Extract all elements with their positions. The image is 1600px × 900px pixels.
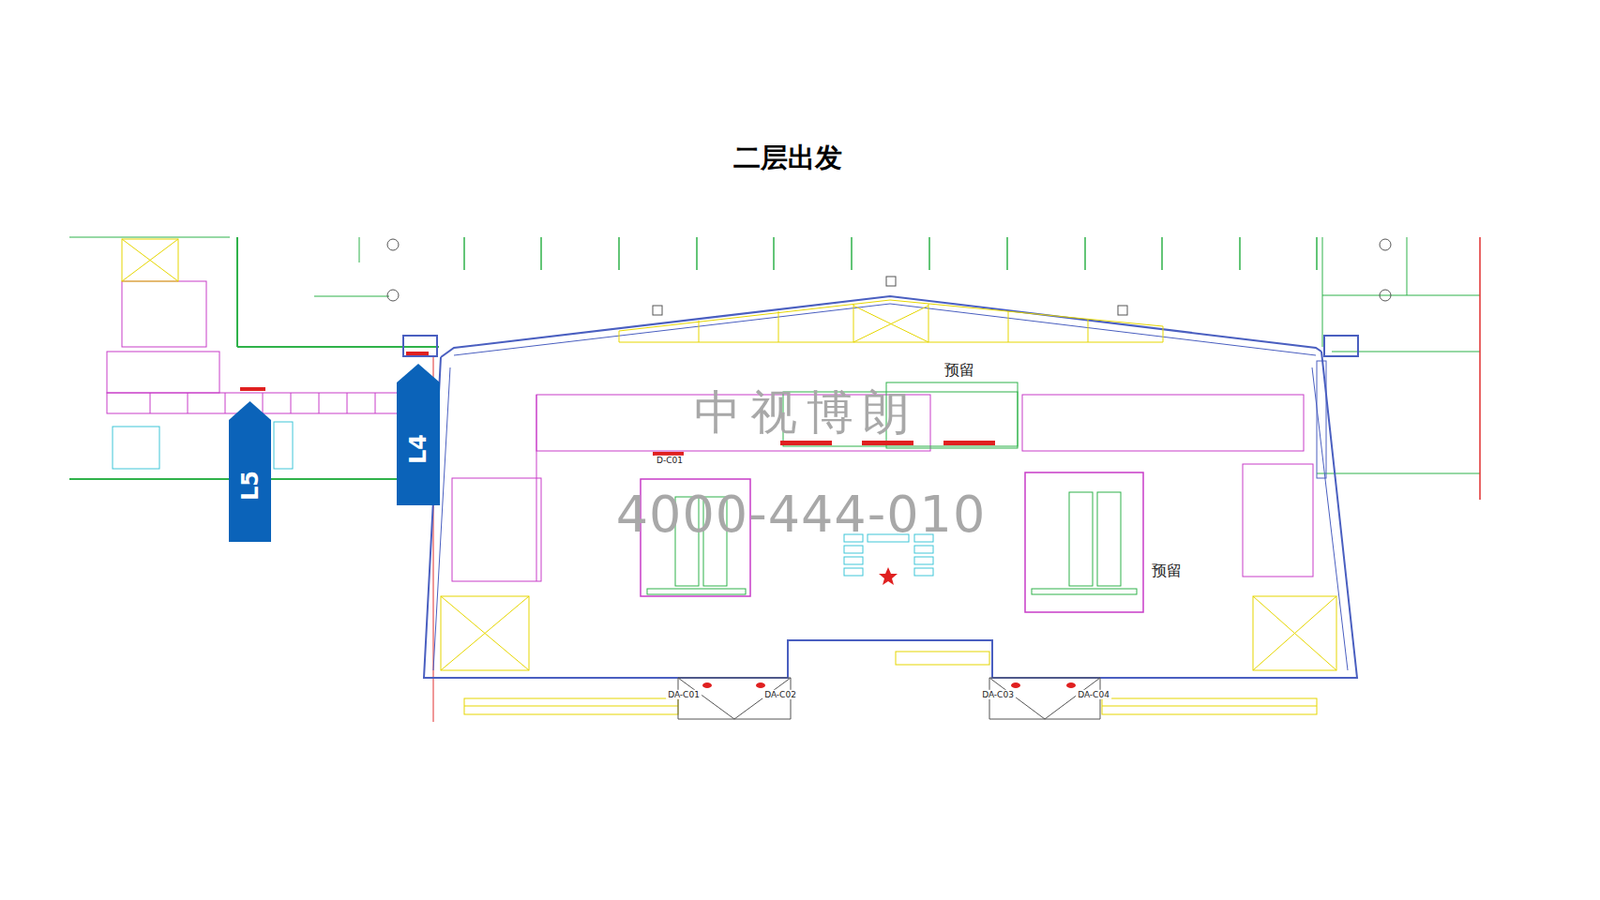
marker-label: L4 bbox=[405, 434, 432, 465]
watermark: 4000-444-010 bbox=[616, 485, 987, 544]
location-marker: L4 bbox=[396, 363, 440, 506]
marker-label: L5 bbox=[237, 470, 264, 501]
watermark: 中视博朗 bbox=[694, 386, 920, 441]
plan-label: D-C01 bbox=[654, 455, 685, 466]
location-marker: L5 bbox=[228, 401, 272, 543]
plan-label: DA-C03 bbox=[980, 690, 1016, 700]
plan-label: DA-C04 bbox=[1075, 690, 1112, 700]
page-title: 二层出发 bbox=[733, 142, 843, 174]
arrow-fill bbox=[396, 363, 440, 506]
plan-label: 预留 bbox=[1149, 562, 1184, 580]
arrow-fill bbox=[228, 401, 272, 543]
plan-label: 预留 bbox=[942, 362, 977, 379]
plan-label: DA-C01 bbox=[665, 690, 702, 700]
plan-label: DA-C02 bbox=[762, 690, 799, 700]
